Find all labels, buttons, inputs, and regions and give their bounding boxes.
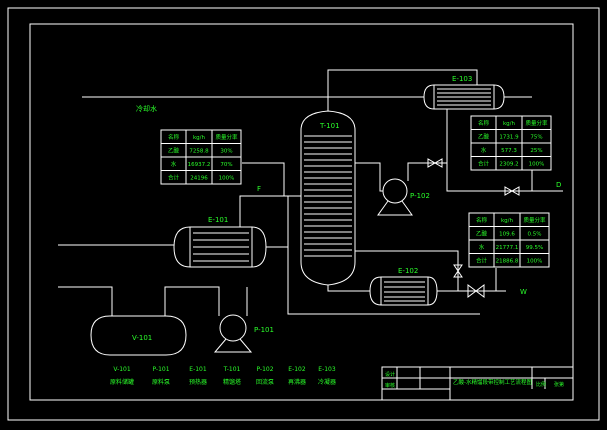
legend-tag: V-101: [113, 366, 131, 373]
table-header-cell: kg/h: [193, 135, 206, 141]
v101-tag: V-101: [132, 334, 152, 342]
valve-distillate: [504, 186, 520, 196]
inner-frame: [29, 23, 574, 401]
table-cell: 577.3: [501, 148, 517, 154]
table-cell: 2309.2: [499, 162, 518, 168]
table-header-cell: 名称: [168, 133, 180, 141]
legend-tag: P-102: [256, 366, 273, 373]
stream-w-label: W: [520, 288, 527, 296]
p102-tag: P-102: [410, 192, 430, 200]
table-cell: 100%: [527, 259, 543, 265]
table-header-cell: kg/h: [501, 218, 514, 224]
legend-tag: P-101: [152, 366, 169, 373]
table-cell: 109.6: [499, 232, 515, 238]
title-block-sheet: 张第: [554, 381, 564, 388]
legend-name: 回流泵: [256, 378, 274, 386]
cooling-water-label: 冷却水: [136, 104, 157, 113]
table-cell: 水: [479, 243, 485, 251]
table-cell: 30%: [220, 149, 232, 155]
table-header-cell: 名称: [476, 216, 488, 224]
e101-tag: E-101: [208, 216, 228, 224]
equipment-legend: V-101 原料储罐 P-101 原料泵 E-101 预热器 T-101 精馏塔 P-102 回流…: [110, 366, 336, 386]
legend-name: 原料储罐: [110, 378, 134, 386]
table-cell: 70%: [220, 162, 232, 168]
p101-tag: P-101: [254, 326, 274, 334]
legend-tag: E-102: [288, 366, 306, 373]
pump-p101: P-101: [213, 314, 274, 353]
e102-tag: E-102: [398, 267, 418, 275]
condenser-e103: E-103: [423, 75, 505, 110]
title-block-scale: 比例: [536, 381, 546, 388]
column-t101: T-101: [300, 110, 356, 286]
drawing-title: 乙酸-水精馏段带控制工艺流程图: [453, 378, 532, 386]
t101-tag: T-101: [319, 122, 340, 130]
stream-d-label: D: [556, 181, 561, 189]
process-piping: [58, 69, 563, 316]
valve-reboiler: [453, 264, 463, 278]
legend-name: 再沸器: [288, 378, 306, 386]
legend-name: 原料泵: [152, 378, 170, 386]
legend-tag: E-101: [189, 366, 207, 373]
table-cell: 乙酸: [476, 230, 488, 238]
title-block: 设计 审核 乙酸-水精馏段带控制工艺流程图 比例 张第: [381, 366, 574, 401]
table-header-cell: 名称: [478, 119, 490, 127]
tank-v101: V-101: [90, 315, 187, 356]
table-cell: 水: [481, 146, 487, 154]
table-header-cell: 质量分率: [525, 119, 548, 127]
table-cell: 21777.1: [496, 245, 519, 251]
stream-f-label: F: [257, 185, 261, 193]
valve-bottoms: [467, 284, 485, 298]
reboiler-e102: E-102: [369, 267, 438, 306]
legend-tag: T-101: [223, 366, 241, 373]
legend-tag: E-103: [318, 366, 336, 373]
title-block-row1: 设计: [385, 371, 395, 378]
e103-tag: E-103: [452, 75, 472, 83]
table-cell: 24196: [190, 176, 208, 182]
table-cell: 16937.2: [188, 162, 211, 168]
legend-name: 精馏塔: [223, 378, 241, 386]
table-cell: 100%: [219, 176, 235, 182]
pump-p102: P-102: [377, 178, 430, 216]
table-header-cell: 质量分率: [523, 216, 546, 224]
preheater-e101: E-101: [173, 216, 267, 268]
table-cell: 25%: [530, 148, 542, 154]
table-cell: 99.5%: [526, 245, 543, 251]
table-cell: 100%: [529, 162, 545, 168]
legend-name: 冷凝器: [318, 378, 336, 386]
legend-name: 预热器: [189, 378, 207, 386]
outer-frame: [7, 7, 600, 421]
table-cell: 21886.8: [496, 259, 519, 265]
table-cell: 乙酸: [478, 133, 490, 141]
table-cell: 75%: [530, 135, 542, 141]
table-header-cell: 质量分率: [215, 133, 238, 141]
table-cell: 水: [171, 160, 177, 168]
table-cell: 1731.9: [499, 135, 519, 141]
table-cell: 合计: [476, 257, 488, 265]
table-cell: 乙酸: [168, 147, 180, 155]
table-cell: 7258.8: [189, 149, 209, 155]
title-block-row2: 审核: [385, 382, 395, 389]
table-cell: 合计: [478, 160, 490, 168]
table-cell: 合计: [168, 174, 180, 182]
table-cell: 0.5%: [528, 232, 542, 238]
table-header-cell: kg/h: [503, 121, 516, 127]
valve-reflux: [427, 158, 443, 168]
